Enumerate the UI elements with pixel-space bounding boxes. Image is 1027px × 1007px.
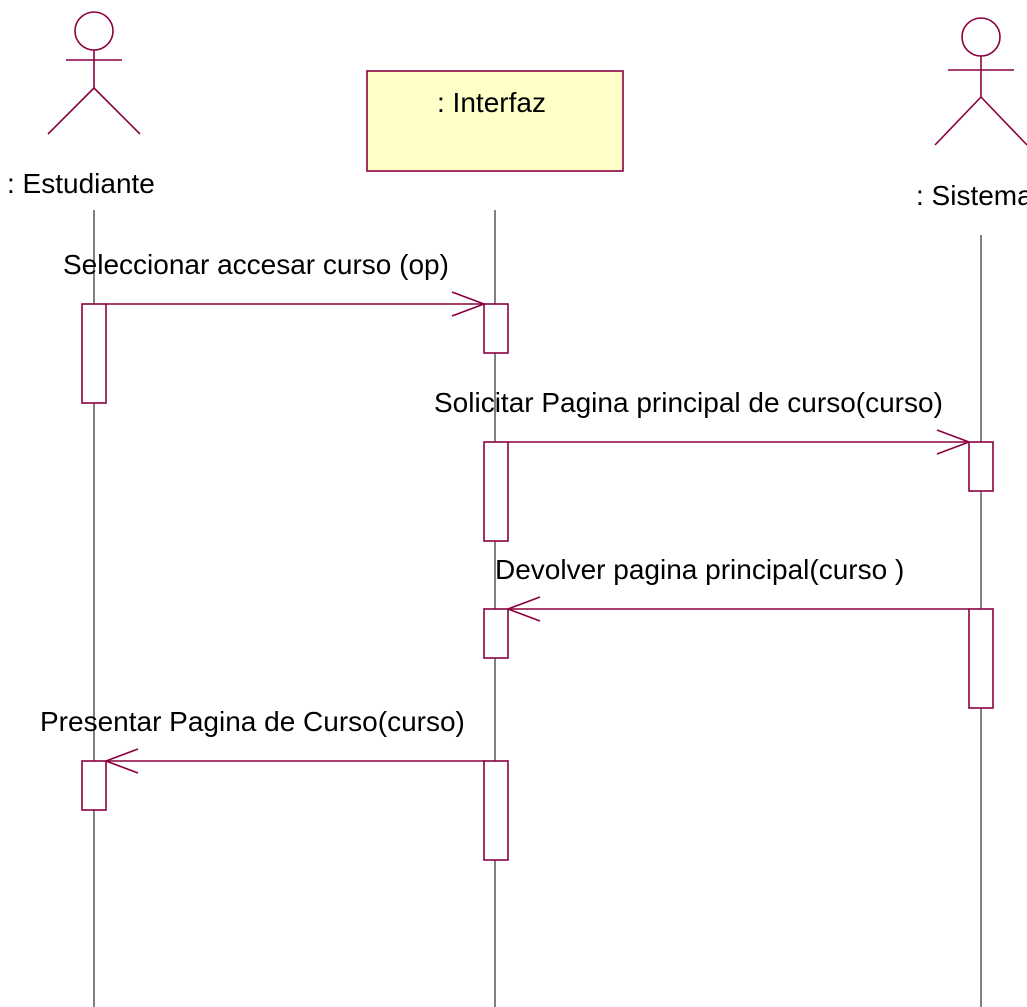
activation-sistema-1 [968,441,994,492]
actor-sistema-icon [934,17,1027,146]
actor-sistema-label: : Sistema [916,180,1027,211]
activation-interfaz-1 [483,303,509,354]
message-2-label: Solicitar Pagina principal de curso(curs… [434,387,943,418]
message-4-label: Presentar Pagina de Curso(curso) [40,706,465,737]
object-interfaz-label: : Interfaz [437,87,546,118]
activation-estudiante-2 [81,760,107,811]
activation-estudiante-1 [81,303,107,404]
message-4-arrow [103,748,484,774]
message-1-label: Seleccionar accesar curso (op) [63,249,449,280]
message-3-label: Devolver pagina principal(curso ) [495,554,904,585]
object-interfaz-box [366,70,624,172]
activation-sistema-2 [968,608,994,709]
activation-interfaz-3 [483,608,509,659]
message-3-arrow [505,596,969,622]
message-1-arrow [106,291,487,317]
activation-interfaz-4 [483,760,509,861]
message-2-arrow [508,429,972,455]
activation-interfaz-2 [483,441,509,542]
actor-estudiante-label: : Estudiante [7,168,155,199]
actor-estudiante-icon [47,11,141,135]
